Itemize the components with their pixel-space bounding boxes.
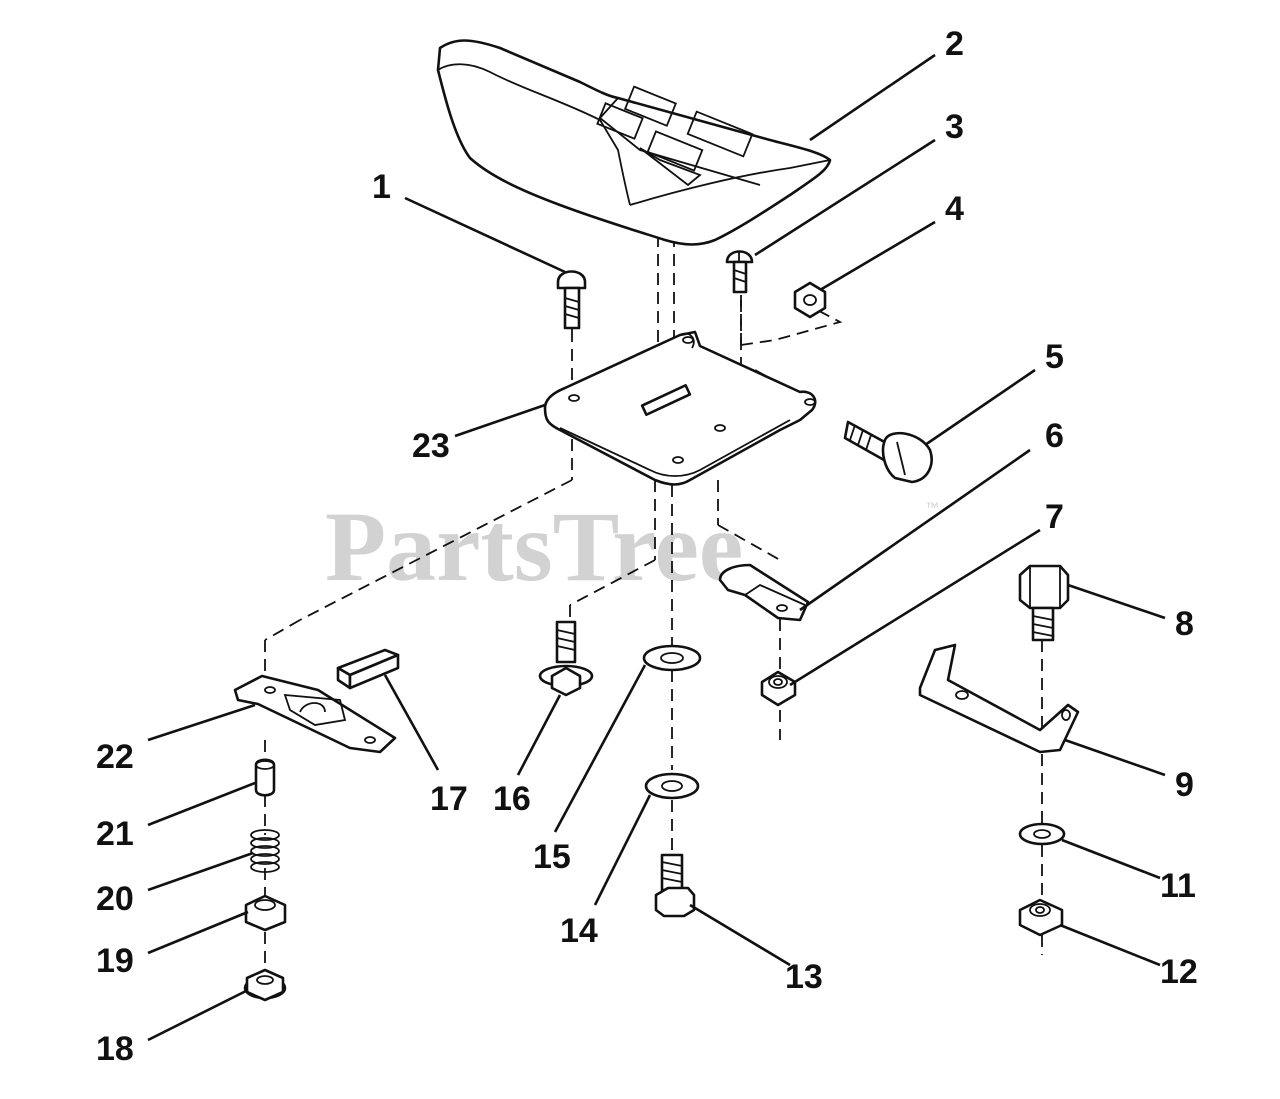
locknut [760, 670, 797, 707]
callout-2: 2 [945, 25, 964, 63]
callout-3: 3 [945, 108, 964, 146]
callout-8: 8 [1175, 605, 1194, 643]
washer-15 [642, 644, 702, 672]
callout-15: 15 [533, 838, 571, 876]
clip-bracket [718, 563, 810, 622]
block [336, 648, 400, 690]
locknut-12 [1018, 898, 1064, 937]
callout-21: 21 [96, 815, 134, 853]
callout-9: 9 [1175, 766, 1194, 804]
callout-22: 22 [96, 738, 134, 776]
carriage-bolt [556, 270, 587, 330]
shoulder-bolt [843, 420, 933, 484]
hex-bolt-8 [1018, 564, 1070, 642]
spring [250, 829, 280, 873]
flange-bolt [538, 620, 594, 697]
callout-6: 6 [1045, 417, 1064, 455]
washer-14 [644, 772, 700, 800]
angle-bracket [918, 643, 1080, 754]
pin [254, 758, 276, 797]
screw [725, 250, 754, 294]
seat-plate [543, 330, 817, 486]
callout-23: 23 [412, 427, 450, 465]
watermark-trademark: ™ [925, 499, 939, 515]
watermark-text: PartsTree [325, 491, 743, 602]
callout-7: 7 [1045, 498, 1064, 536]
callout-11: 11 [1160, 867, 1196, 905]
watermark: PartsTree ™ [325, 491, 939, 602]
callout-18: 18 [96, 1030, 134, 1068]
callout-19: 19 [96, 942, 134, 980]
assembly-centerlines [264, 235, 1043, 968]
bushing [244, 894, 287, 932]
callout-13: 13 [785, 958, 823, 996]
callout-numbers: 1 2 3 4 5 6 7 8 9 11 12 13 14 15 16 17 1… [96, 25, 1198, 1068]
callout-5: 5 [1045, 338, 1064, 376]
seat [436, 39, 832, 246]
callout-20: 20 [96, 880, 134, 918]
latch-plate [233, 674, 397, 754]
callout-17: 17 [430, 780, 468, 818]
callout-16: 16 [493, 780, 531, 818]
callout-14: 14 [560, 912, 598, 950]
callout-4: 4 [945, 190, 964, 228]
callout-1: 1 [372, 168, 391, 206]
callout-12: 12 [1160, 953, 1198, 991]
washer-11 [1018, 822, 1066, 846]
flange-nut [243, 968, 287, 1002]
hex-nut [793, 281, 827, 319]
hex-bolt-13 [654, 853, 696, 918]
leader-lines [147, 53, 1166, 1042]
